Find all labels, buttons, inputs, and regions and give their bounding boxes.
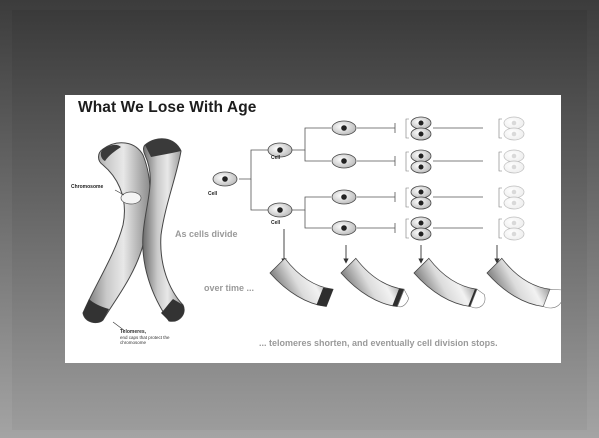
chromosome-label: Chromosome [71,184,104,190]
slide-canvas: What We Lose With Age Chromosome Cell Ce… [65,95,561,363]
cell-icons [212,116,525,241]
diagram-art [82,116,561,332]
over-time-label: over time ... [204,283,255,293]
telomeres-note: Telomeres, end caps that protect the chr… [120,329,190,346]
caption: ... telomeres shorten, and eventually ce… [259,338,498,348]
division-lines [239,123,483,233]
chromosome-figure [82,138,185,332]
telomere-strand-icons [269,257,561,309]
telomeres-desc: end caps that protect the chromosome [120,335,170,345]
slide-title: What We Lose With Age [78,99,257,116]
cell-label-3: Cell [271,220,281,226]
cell-label-1: Cell [208,191,218,197]
cell-label-2: Cell [271,155,281,161]
as-cells-divide-label: As cells divide [175,229,238,239]
telomeres-label: Telomeres, [120,329,147,335]
arrow-down-icons [281,229,500,264]
